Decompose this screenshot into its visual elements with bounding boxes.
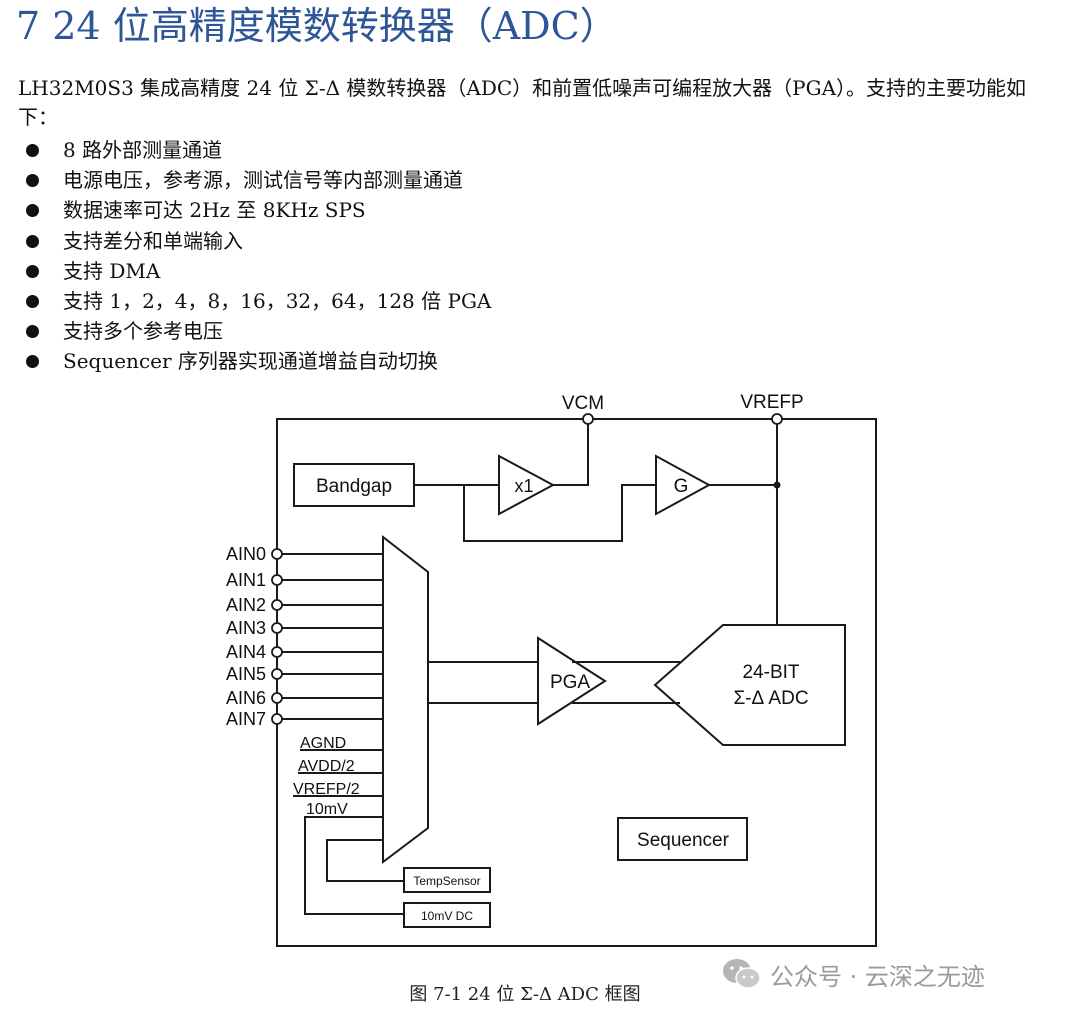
- bullet-icon: [26, 174, 39, 188]
- dc-source-block: [403, 902, 491, 928]
- list-item: 支持 1，2，4，8，16，32，64，128 倍 PGA: [18, 286, 491, 316]
- ain7-pin-icon: [271, 713, 283, 725]
- bullet-icon: [26, 204, 39, 218]
- sequencer-label: Sequencer: [637, 830, 730, 851]
- ain6-label: AIN6: [226, 688, 266, 708]
- wire: [463, 484, 656, 542]
- adc-label-bits: 24-BIT: [742, 662, 799, 683]
- watermark: 公众号 · 云深之无迹: [722, 956, 985, 992]
- temp-sensor-block: [403, 867, 491, 893]
- dc-source-label: 10mV DC: [421, 909, 473, 923]
- pga-label: PGA: [550, 672, 590, 693]
- gain-label: G: [674, 476, 689, 497]
- input-multiplexer: [382, 534, 429, 865]
- bullet-icon: [26, 144, 39, 157]
- ain3-pin-icon: [271, 622, 283, 634]
- intro-paragraph: LH32M0S3 集成高精度 24 位 Σ-Δ 模数转换器（ADC）和前置低噪声…: [18, 76, 1027, 129]
- ain1-label: AIN1: [226, 570, 266, 590]
- ain2-pin-icon: [271, 599, 283, 611]
- adc-block: [653, 624, 846, 746]
- agnd-label: AGND: [300, 735, 346, 752]
- avdd-half-label: AVDD/2: [298, 758, 355, 775]
- bullet-icon: [26, 325, 39, 339]
- vcm-label: VCM: [562, 393, 604, 414]
- wire: [553, 419, 589, 486]
- section-heading: 7 24 位高精度模数转换器（ADC）: [16, 4, 618, 48]
- feature-list: 8 路外部测量通道 电源电压，参考源，测试信号等内部测量通道 数据速率可达 2H…: [18, 135, 491, 377]
- ain0-label: AIN0: [226, 544, 266, 564]
- watermark-text: 公众号 · 云深之无迹: [770, 962, 985, 991]
- list-item: Sequencer 序列器实现通道增益自动切换: [18, 346, 491, 376]
- ain1-pin-icon: [271, 574, 283, 586]
- buffer-label: x1: [514, 476, 533, 496]
- ain2-label: AIN2: [226, 595, 266, 615]
- adc-label-type: Σ-Δ ADC: [733, 688, 808, 709]
- wechat-icon: [723, 959, 761, 989]
- sequencer-block: [617, 817, 748, 861]
- ain3-label: AIN3: [226, 618, 266, 638]
- temp-sensor-label: TempSensor: [413, 874, 480, 888]
- list-item: 电源电压，参考源，测试信号等内部测量通道: [18, 165, 491, 195]
- list-item: 数据速率可达 2Hz 至 8KHz SPS: [18, 195, 491, 225]
- ain4-label: AIN4: [226, 642, 266, 662]
- chip-outline: [276, 418, 877, 947]
- bandgap-label: Bandgap: [316, 476, 392, 497]
- figure-caption: 图 7-1 24 位 Σ-Δ ADC 框图: [409, 984, 641, 1005]
- bullet-icon: [26, 355, 39, 369]
- vcm-pin-icon: [582, 413, 594, 425]
- ain5-label: AIN5: [226, 664, 266, 684]
- ain0-pin-icon: [271, 548, 283, 560]
- ain6-pin-icon: [271, 692, 283, 704]
- vrefp-pin-icon: [771, 413, 783, 425]
- vrefp-half-label: VREFP/2: [293, 781, 360, 798]
- list-item: 支持差分和单端输入: [18, 226, 491, 256]
- bullet-icon: [26, 295, 39, 309]
- bullet-icon: [26, 264, 39, 278]
- list-item: 8 路外部测量通道: [18, 135, 491, 165]
- list-item: 支持 DMA: [18, 256, 491, 286]
- vrefp-label: VREFP: [740, 392, 803, 413]
- pga-amplifier: [537, 636, 607, 726]
- wire: [304, 816, 404, 915]
- ain4-pin-icon: [271, 646, 283, 658]
- junction-dot: [773, 481, 781, 489]
- ain5-pin-icon: [271, 668, 283, 680]
- ten-mv-label: 10mV: [306, 801, 348, 818]
- bullet-icon: [26, 234, 39, 248]
- ain7-label: AIN7: [226, 709, 266, 729]
- wire: [326, 839, 404, 882]
- list-item: 支持多个参考电压: [18, 316, 491, 346]
